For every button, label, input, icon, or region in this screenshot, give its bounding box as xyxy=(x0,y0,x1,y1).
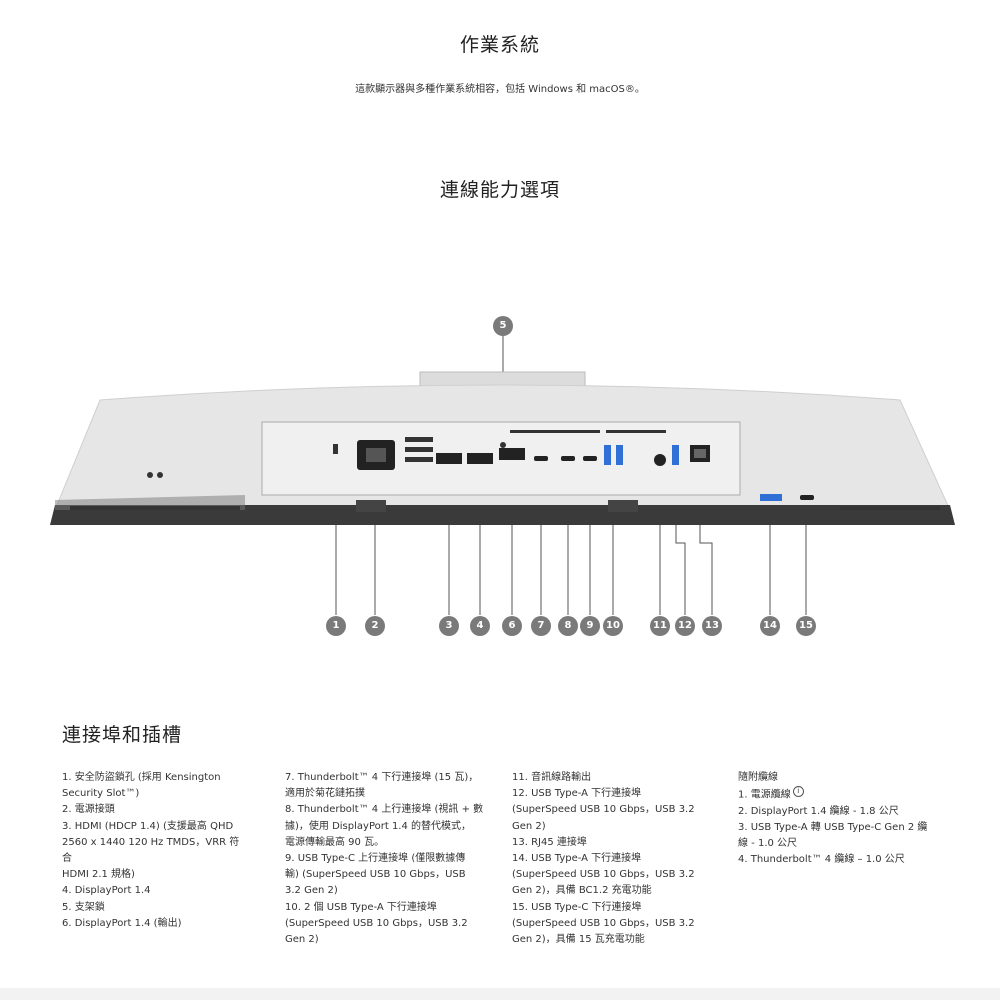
callout-6: 6 xyxy=(502,616,522,636)
port-line: 8. Thunderbolt™ 4 上行連接埠 (視訊 + 數 xyxy=(285,804,484,816)
cable-line-text: 1. 電源纜線 xyxy=(738,789,791,801)
monitor-rear-image: 5 1 2 3 4 6 7 8 9 10 11 12 13 14 15 xyxy=(0,300,1000,660)
monitor-bottom-edge xyxy=(50,505,955,525)
callout-12: 12 xyxy=(675,616,695,636)
port-line: 3. HDMI (HDCP 1.4) (支援最高 QHD xyxy=(62,820,234,832)
callout-1: 1 xyxy=(326,616,346,636)
callout-10: 10 xyxy=(603,616,623,636)
port-line: 輸) (SuperSpeed USB 10 Gbps，USB xyxy=(285,869,466,881)
callout-13: 13 xyxy=(702,616,722,636)
callout-9: 9 xyxy=(580,616,600,636)
usb-c-upstream-port xyxy=(583,456,597,461)
cable-line: 線 - 1.0 公尺 xyxy=(738,838,798,850)
displayport-in-port xyxy=(467,453,493,464)
port-line: 6. DisplayPort 1.4 (輸出) xyxy=(62,917,182,929)
port-line: 7. Thunderbolt™ 4 下行連接埠 (15 瓦)， xyxy=(285,772,479,783)
port-line: Gen 2)，具備 15 瓦充電功能 xyxy=(512,934,645,946)
audio-out-port xyxy=(654,454,666,466)
port-line: 2560 x 1440 120 Hz TMDS，VRR 符合 xyxy=(62,836,240,865)
os-section-title: 作業系統 xyxy=(459,34,540,56)
usb-a-port-2 xyxy=(616,445,623,465)
footer-bar xyxy=(0,988,1000,1000)
port-line: 12. USB Type-A 下行連接埠 xyxy=(512,788,642,800)
port-line: Gen 2) xyxy=(285,934,319,946)
port-line: (SuperSpeed USB 10 Gbps，USB 3.2 xyxy=(512,869,695,881)
port-line: 13. RJ45 連接埠 xyxy=(512,836,587,848)
stand-lock xyxy=(500,442,506,448)
port-line: 適用於菊花鏈拓撲 xyxy=(285,788,365,800)
port-line: 9. USB Type-C 上行連接埠 (僅限數據傳 xyxy=(285,853,466,865)
hdmi-port xyxy=(436,453,462,464)
callout-2: 2 xyxy=(365,616,385,636)
port-line: 據)，使用 DisplayPort 1.4 的替代模式， xyxy=(285,820,472,832)
port-line: 1. 安全防盜鎖孔 (採用 Kensington xyxy=(62,772,221,783)
ports-column-3: 11. 音訊線路輸出 12. USB Type-A 下行連接埠 (SuperSp… xyxy=(512,770,712,948)
thunderbolt-down-port xyxy=(534,456,548,461)
callout-5: 5 xyxy=(493,316,513,336)
ports-column-1: 1. 安全防盜鎖孔 (採用 Kensington Security Slot™)… xyxy=(62,770,242,932)
port-line: Gen 2)，具備 BC1.2 充電功能 xyxy=(512,885,652,897)
cable-line: 2. DisplayPort 1.4 纜線 - 1.8 公尺 xyxy=(738,805,899,817)
included-cables-title: 隨附纜線 xyxy=(738,772,778,783)
port-line: 電源傳輸最高 90 瓦。 xyxy=(285,836,385,848)
thunderbolt-up-port xyxy=(561,456,575,461)
cable-line: 3. USB Type-A 轉 USB Type-C Gen 2 纜 xyxy=(738,821,928,833)
callout-14: 14 xyxy=(760,616,780,636)
port-line: HDMI 2.1 規格) xyxy=(62,869,135,881)
callout-3: 3 xyxy=(439,616,459,636)
port-line: 15. USB Type-C 下行連接埠 xyxy=(512,901,642,913)
info-icon[interactable]: i xyxy=(792,786,804,798)
port-line: Gen 2) xyxy=(512,820,546,832)
callout-4: 4 xyxy=(470,616,490,636)
port-line: 11. 音訊線路輸出 xyxy=(512,772,592,783)
callout-8: 8 xyxy=(558,616,578,636)
callout-7: 7 xyxy=(531,616,551,636)
usb-a-port-1 xyxy=(604,445,611,465)
port-line: 3.2 Gen 2) xyxy=(285,885,338,897)
callout-11: 11 xyxy=(650,616,670,636)
port-line: Security Slot™) xyxy=(62,788,140,800)
displayport-out-port xyxy=(499,448,525,460)
port-line: 5. 支架鎖 xyxy=(62,901,105,913)
usb-c-side-port xyxy=(800,495,814,500)
port-line: 4. DisplayPort 1.4 xyxy=(62,885,151,897)
port-line: 10. 2 個 USB Type-A 下行連接埠 xyxy=(285,901,437,913)
ports-column-2: 7. Thunderbolt™ 4 下行連接埠 (15 瓦)， 適用於菊花鏈拓撲… xyxy=(285,770,495,948)
port-line: 14. USB Type-A 下行連接埠 xyxy=(512,853,642,865)
usb-a-side-port xyxy=(760,494,782,501)
cable-line: 4. Thunderbolt™ 4 纜線 – 1.0 公尺 xyxy=(738,854,905,866)
port-line: (SuperSpeed USB 10 Gbps，USB 3.2 xyxy=(512,917,695,929)
connectivity-section-title: 連線能力選項 xyxy=(439,179,560,201)
monitor-illustration xyxy=(50,336,955,615)
callout-15: 15 xyxy=(796,616,816,636)
kensington-slot-port xyxy=(333,444,338,454)
os-section-description: 這款顯示器與多種作業系統相容，包括 Windows 和 macOS®。 xyxy=(355,84,645,95)
ports-section-title: 連接埠和插槽 xyxy=(62,724,183,746)
port-line: 2. 電源接頭 xyxy=(62,804,115,816)
port-line: (SuperSpeed USB 10 Gbps，USB 3.2 xyxy=(285,917,468,929)
usb-a-port-3 xyxy=(672,445,679,465)
port-line: (SuperSpeed USB 10 Gbps，USB 3.2 xyxy=(512,804,695,816)
